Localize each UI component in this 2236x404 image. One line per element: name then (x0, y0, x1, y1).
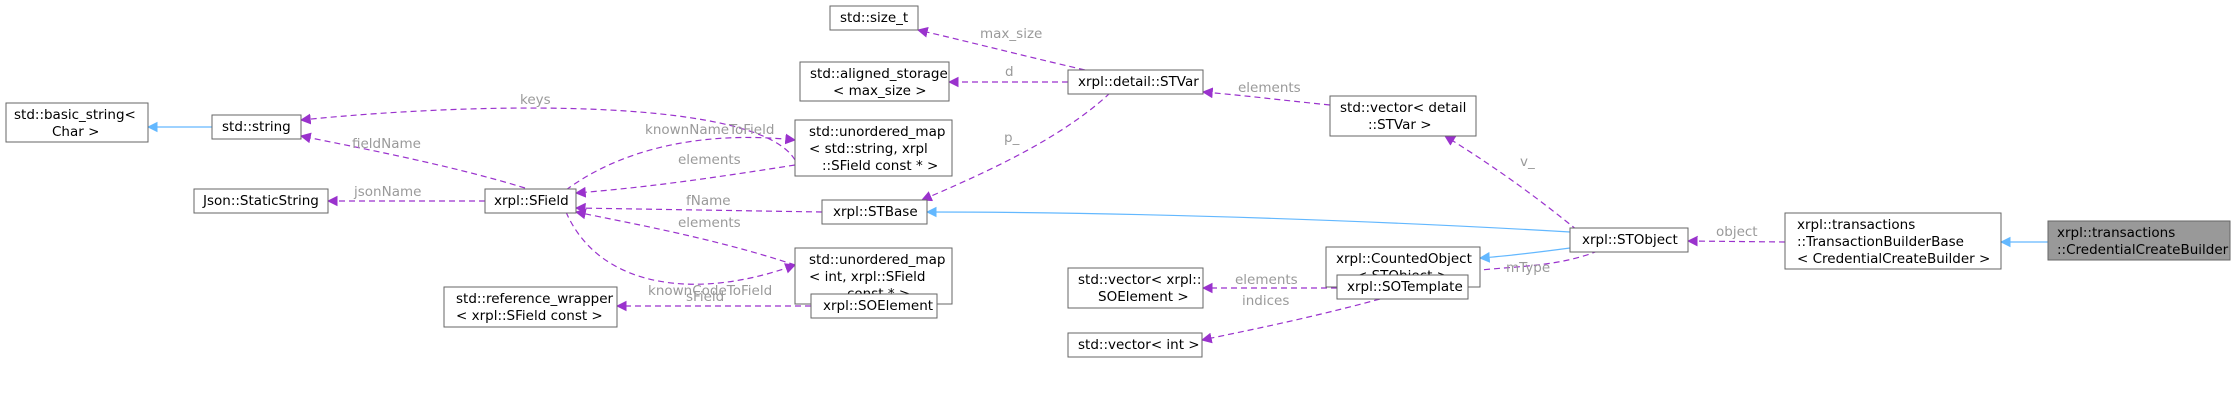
node-credential-create-builder-line-1: xrpl::transactions (2057, 225, 2175, 241)
edge-sField: sField (615, 289, 811, 312)
edge-label-d: d (1005, 64, 1014, 80)
node-reference-wrapper[interactable]: std::reference_wrapper < xrpl::SField co… (443, 286, 618, 328)
node-stvar-label: xrpl::detail::STVar (1078, 74, 1199, 90)
node-sotemplate[interactable]: xrpl::SOTemplate (1336, 274, 1469, 300)
node-stbase[interactable]: xrpl::STBase (821, 199, 928, 225)
edge-label-elements-stvar: elements (1238, 80, 1301, 96)
edge-label-max-size: max_size (980, 26, 1042, 42)
edge-label-knownCodeToField: knownCodeToField (648, 283, 772, 299)
edge-v: v_ (1444, 135, 1578, 231)
node-aligned-storage[interactable]: std::aligned_storage < max_size > (799, 61, 950, 102)
edge-label-elements-umap-string: elements (678, 152, 741, 168)
node-unordered-map-int-line-2: < int, xrpl::SField (809, 269, 925, 285)
node-size-t[interactable]: std::size_t (829, 5, 919, 31)
edge-knownCodeToField: knownCodeToField (565, 211, 797, 299)
node-aligned-storage-line-2: < max_size > (833, 83, 927, 99)
node-sotemplate-label: xrpl::SOTemplate (1347, 279, 1463, 295)
node-sfield[interactable]: xrpl::SField (484, 188, 577, 214)
node-size-t-label: std::size_t (840, 10, 908, 26)
edge-elements-umap-int: elements (574, 208, 796, 266)
node-stobject[interactable]: xrpl::STObject (1569, 227, 1689, 253)
node-static-string-label: Json::StaticString (202, 193, 319, 209)
edge-label-sField: sField (686, 289, 724, 305)
edge-d: d (947, 64, 1068, 88)
edge-p: p_ (921, 92, 1111, 202)
edge-elements-umap-string: elements (574, 152, 796, 198)
node-credential-create-builder[interactable]: xrpl::transactions ::CredentialCreateBui… (2047, 220, 2231, 261)
edge-label-v: v_ (1520, 154, 1535, 170)
edge-elements-soelement: elements (1201, 272, 1337, 294)
edge-label-jsonName: jsonName (353, 184, 421, 200)
edge-object: object (1686, 224, 1786, 247)
node-soelement[interactable]: xrpl::SOElement (810, 293, 938, 319)
node-stobject-label: xrpl::STObject (1582, 232, 1678, 248)
edge-jsonName: jsonName (326, 184, 485, 207)
node-vector-stvar-line-1: std::vector< detail (1340, 100, 1466, 116)
node-unordered-map-int-line-1: std::unordered_map (809, 252, 945, 268)
edge-fieldName: fieldName (299, 132, 526, 189)
node-vector-soelement-line-2: SOElement > (1098, 289, 1189, 305)
edge-label-elements-soelement: elements (1235, 272, 1298, 288)
node-vector-stvar[interactable]: std::vector< detail ::STVar > (1329, 95, 1477, 137)
node-reference-wrapper-line-1: std::reference_wrapper (456, 291, 614, 307)
node-string-label: std::string (222, 119, 291, 135)
edge-label-elements-umap-int: elements (678, 215, 741, 231)
node-unordered-map-string-line-1: std::unordered_map (809, 124, 945, 140)
node-soelement-label: xrpl::SOElement (823, 298, 933, 314)
node-vector-stvar-line-2: ::STVar > (1368, 117, 1432, 133)
node-transaction-builder-base-line-2: ::TransactionBuilderBase (1797, 234, 1964, 250)
edge-label-knownNameToField: knownNameToField (645, 122, 774, 138)
node-stbase-label: xrpl::STBase (833, 204, 918, 220)
node-unordered-map-string[interactable]: std::unordered_map < std::string, xrpl :… (794, 119, 953, 177)
node-counted-object-line-1: xrpl::CountedObject (1336, 251, 1472, 267)
edge-label-indices: indices (1242, 293, 1289, 309)
node-basic-string-line-1: std::basic_string< (14, 107, 136, 123)
node-vector-int-label: std::vector< int > (1078, 337, 1200, 353)
node-unordered-map-string-line-2: < std::string, xrpl (809, 141, 928, 157)
node-vector-soelement-line-1: std::vector< xrpl:: (1078, 272, 1201, 288)
node-static-string[interactable]: Json::StaticString (193, 188, 329, 214)
node-string[interactable]: std::string (211, 114, 302, 140)
edge-label-fieldName: fieldName (352, 136, 421, 152)
edge-stobject-inherits-counted-object (1478, 247, 1571, 263)
node-vector-soelement[interactable]: std::vector< xrpl:: SOElement > (1067, 267, 1204, 309)
edge-label-mType: mType (1506, 260, 1550, 276)
node-reference-wrapper-line-2: < xrpl::SField const > (456, 308, 603, 324)
edge-indices: indices (1200, 293, 1381, 344)
edge-label-object: object (1716, 224, 1758, 240)
node-credential-create-builder-line-2: ::CredentialCreateBuilder (2057, 242, 2229, 258)
node-aligned-storage-line-1: std::aligned_storage (810, 66, 948, 82)
node-transaction-builder-base-line-3: < CredentialCreateBuilder > (1797, 251, 1990, 267)
edge-knownNameToField: knownNameToField (565, 122, 797, 191)
node-vector-int[interactable]: std::vector< int > (1067, 332, 1203, 358)
node-transaction-builder-base-line-1: xrpl::transactions (1797, 217, 1915, 233)
node-transaction-builder-base[interactable]: xrpl::transactions ::TransactionBuilderB… (1784, 212, 2002, 270)
node-sfield-label: xrpl::SField (494, 193, 569, 209)
node-basic-string-line-2: Char > (52, 124, 99, 140)
node-stvar[interactable]: xrpl::detail::STVar (1067, 69, 1204, 95)
edge-label-keys: keys (520, 92, 551, 108)
edge-stobject-inherits-stbase (925, 206, 1571, 233)
edge-mType: mType (1439, 250, 1599, 279)
edge-elements-stvar: elements (1201, 80, 1331, 106)
edge-label-p: p_ (1004, 130, 1020, 146)
edge-max-size: max_size (916, 26, 1086, 71)
node-unordered-map-string-line-3: ::SField const * > (822, 158, 938, 174)
edge-label-fName: fName (686, 193, 731, 209)
edge-fName: fName (574, 193, 823, 214)
node-basic-string[interactable]: std::basic_string< Char > (5, 102, 149, 143)
